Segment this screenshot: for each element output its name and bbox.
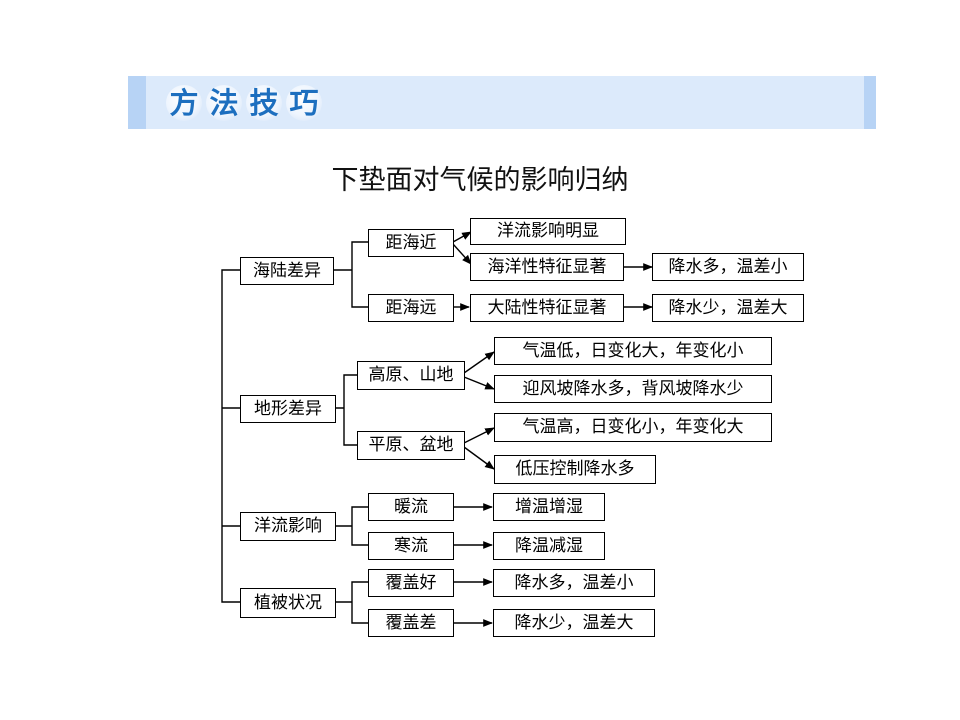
result-warm-effect: 增温增湿 xyxy=(493,493,605,521)
banner-title: 方 法 技 巧 xyxy=(166,85,322,121)
result-continental: 大陆性特征显著 xyxy=(470,294,624,322)
root-terrain: 地形差异 xyxy=(240,395,336,423)
result-plateau-rain: 迎风坡降水多，背风坡降水少 xyxy=(494,375,772,403)
branch-far-sea: 距海远 xyxy=(368,294,454,322)
branch-near-sea: 距海近 xyxy=(368,229,454,257)
result-maritime: 海洋性特征显著 xyxy=(470,253,624,281)
branch-good-cover: 覆盖好 xyxy=(368,569,454,597)
banner-accent-right xyxy=(864,76,876,129)
arrow-plateau-temp xyxy=(463,351,495,374)
result-continental-effect: 降水少，温差大 xyxy=(652,294,804,322)
result-poor-effect: 降水少，温差大 xyxy=(493,609,655,637)
banner-char: 法 xyxy=(206,85,242,121)
section-banner: 方 法 技 巧 xyxy=(128,76,876,129)
arrow-plateau-rain xyxy=(463,376,495,390)
result-good-effect: 降水多，温差小 xyxy=(493,569,655,597)
result-plain-rain: 低压控制降水多 xyxy=(494,455,656,484)
branch-poor-cover: 覆盖差 xyxy=(368,609,454,637)
result-plain-temp: 气温高，日变化小，年变化大 xyxy=(494,413,772,442)
page-title: 下垫面对气候的影响归纳 xyxy=(331,165,629,196)
branch-cold-current: 寒流 xyxy=(368,532,454,560)
branch-plain: 平原、盆地 xyxy=(357,431,465,460)
root-land-sea: 海陆差异 xyxy=(240,257,334,285)
root-vegetation: 植被状况 xyxy=(240,588,336,618)
terrain-bracket xyxy=(335,374,357,446)
branch-warm-current: 暖流 xyxy=(368,493,454,521)
main-bracket xyxy=(221,269,240,603)
banner-accent-left xyxy=(128,76,146,129)
banner-char: 方 xyxy=(166,85,202,121)
root-currents: 洋流影响 xyxy=(240,512,336,541)
land-sea-bracket xyxy=(333,241,368,308)
currents-bracket xyxy=(335,506,368,546)
vegetation-bracket xyxy=(335,581,368,624)
arrow-near-maritime xyxy=(452,243,472,265)
arrow-plain-rain xyxy=(463,446,495,470)
result-cold-effect: 降温减湿 xyxy=(493,532,605,560)
arrow-plain-temp xyxy=(463,427,495,444)
branch-plateau: 高原、山地 xyxy=(357,361,465,390)
result-plateau-temp: 气温低，日变化大，年变化小 xyxy=(494,337,772,365)
banner-char: 技 xyxy=(246,85,282,121)
banner-char: 巧 xyxy=(286,85,322,121)
arrow-near-obvious xyxy=(452,231,472,243)
result-maritime-effect: 降水多，温差小 xyxy=(652,253,804,281)
result-current-obvious: 洋流影响明显 xyxy=(470,218,626,245)
